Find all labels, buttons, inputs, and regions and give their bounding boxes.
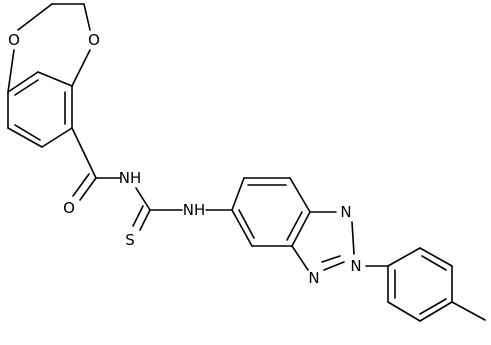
bond [387,301,421,322]
bond-double-inner [421,255,447,271]
atom-nitrogen-triazole-right: N [350,257,361,275]
bond [231,177,245,211]
bond [135,187,151,211]
bond [419,247,453,267]
bond [351,221,355,255]
atom-nh-amide: NH [119,169,142,187]
tolyl-ring [365,247,486,322]
bond [71,49,91,87]
bond [83,3,91,31]
bond [323,261,345,271]
bond [71,127,97,179]
bond-thione-double [132,205,144,227]
atom-oxygen-dioxane-right: O [88,31,100,49]
bond [7,49,15,93]
atom-oxygen-carbonyl: O [63,199,75,217]
benzodioxane-benzene-ring [7,71,73,148]
bond-double-inner [14,124,41,141]
bond-thione-double [139,209,151,231]
bond [41,127,73,148]
bond [37,71,73,87]
acyl-thiourea-linker [71,127,233,231]
bond-double-inner [321,255,341,263]
triazole-ring [291,211,355,271]
bond [7,127,43,148]
bond [419,301,453,322]
bond [291,245,309,271]
atom-nh-aryl: NH [183,201,206,219]
bond-methyl [451,301,486,321]
bond-double-inner [286,211,303,241]
bond [231,209,253,247]
bond-double-inner [238,209,255,239]
bond [291,211,311,247]
dioxane-ring [7,3,91,93]
bond [7,71,39,93]
bond-double-inner [419,298,447,315]
bond [387,247,421,267]
atom-nitrogen-triazole-top: N [340,203,351,221]
bond [17,3,53,31]
atom-nitrogen-triazole-bottom: N [308,269,319,287]
atom-labels: O O O NH S NH N N N [8,31,362,287]
atom-sulfur-thione: S [125,231,135,249]
bond-carbonyl-double [72,173,90,197]
benzotriazole-benzene-ring [231,177,311,247]
atom-oxygen-dioxane-top: O [8,31,20,49]
bond [289,177,311,213]
bond-double-inner [14,79,39,96]
bond-carbonyl-double [79,177,97,201]
